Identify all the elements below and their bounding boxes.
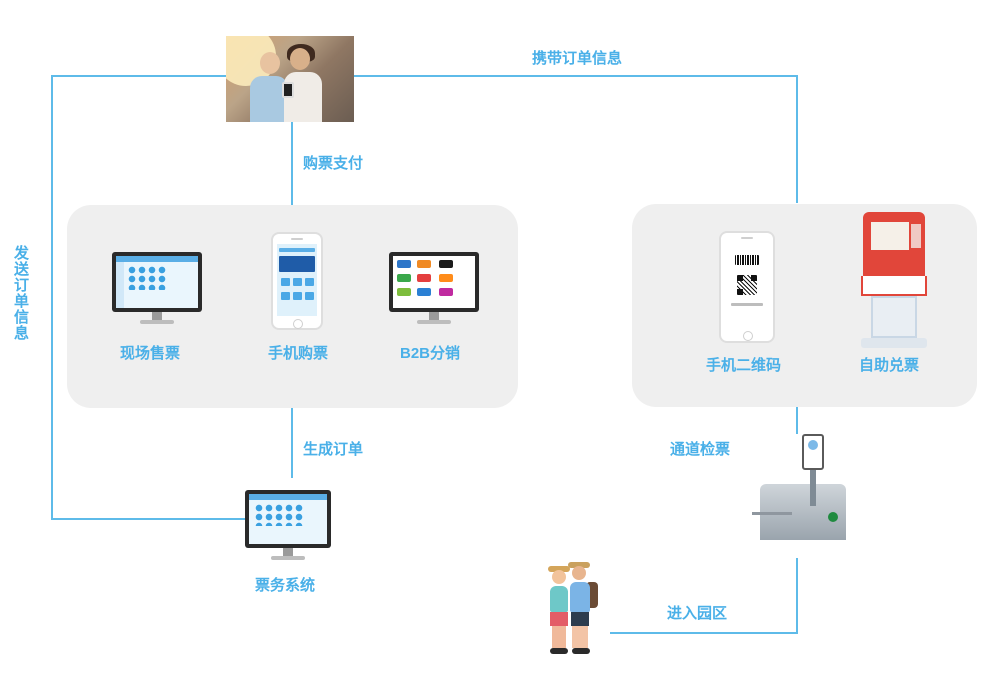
top-right-line (354, 75, 798, 77)
self-service-label: 自助兑票 (859, 357, 920, 374)
tourist-illustration (538, 560, 602, 660)
top-right-vertical-line (796, 75, 798, 203)
b2b-distribution-monitor (389, 252, 479, 324)
qr-code-label: 手机二维码 (706, 357, 782, 374)
purchase-line (291, 122, 293, 205)
left-flow-label: 发送订单信息 (12, 245, 29, 341)
b2b-label: B2B分销 (400, 345, 461, 362)
generate-flow-label: 生成订单 (303, 441, 364, 458)
gate-line (796, 407, 798, 434)
gate-turnstile (752, 434, 848, 558)
left-vertical-line (51, 75, 53, 520)
top-flow-label: 携带订单信息 (532, 50, 623, 67)
qr-code-phone (719, 231, 775, 343)
mobile-purchase-label: 手机购票 (268, 345, 329, 362)
enter-horizontal-line (610, 632, 798, 634)
onsite-sales-monitor (112, 252, 202, 324)
purchase-flow-label: 购票支付 (303, 155, 364, 172)
top-left-line (51, 75, 226, 77)
onsite-sales-label: 现场售票 (120, 345, 181, 362)
generate-line (291, 408, 293, 478)
ticket-system-monitor (245, 490, 331, 562)
enter-flow-label: 进入园区 (667, 605, 728, 622)
enter-vertical-line (796, 558, 798, 633)
customers-photo (226, 36, 354, 122)
left-bottom-line (51, 518, 245, 520)
gate-flow-label: 通道检票 (670, 441, 731, 458)
ticket-system-label: 票务系统 (255, 577, 316, 594)
self-service-kiosk (855, 212, 933, 350)
mobile-purchase-phone (271, 232, 323, 330)
